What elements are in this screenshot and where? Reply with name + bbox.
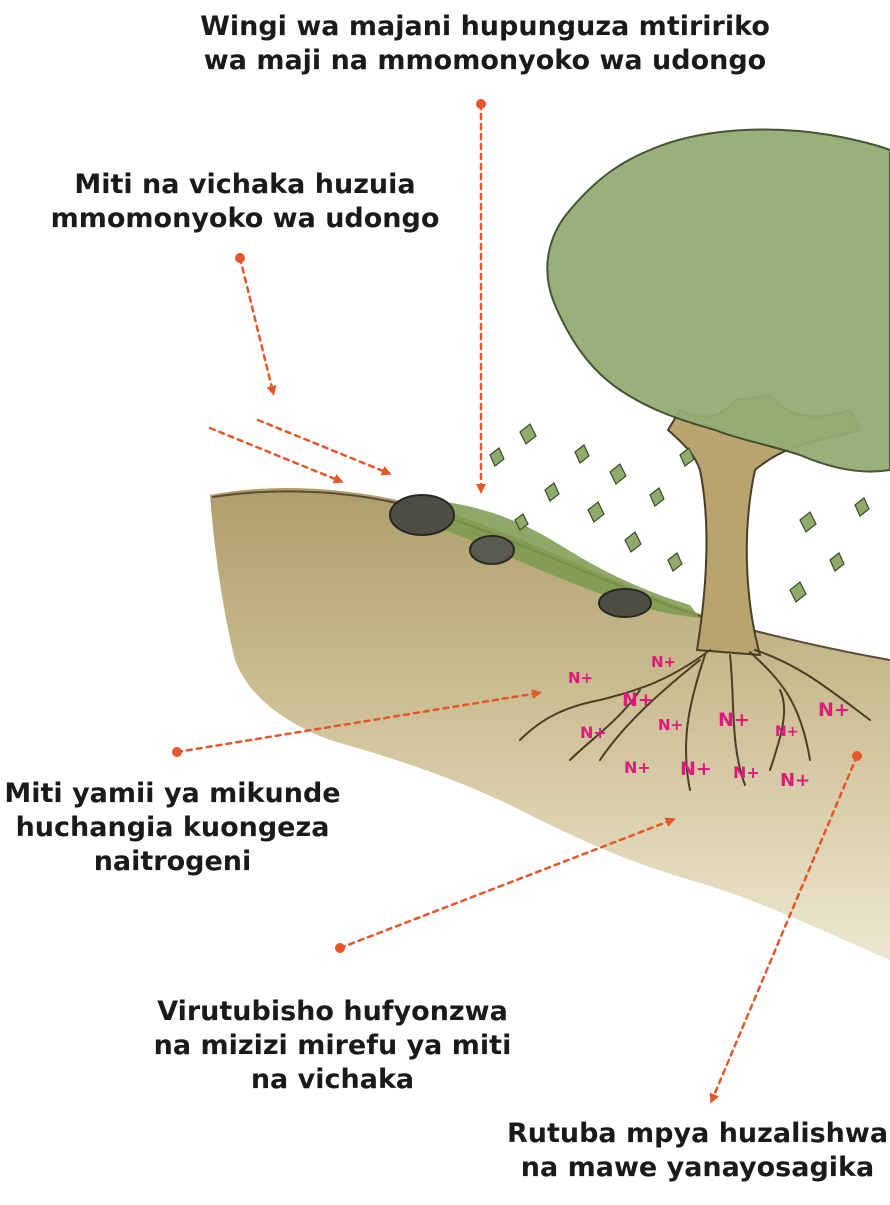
rock — [390, 495, 454, 535]
nutrient-marker: N+ — [718, 709, 750, 731]
nutrient-marker: N+ — [622, 689, 654, 711]
nutrient-marker: N+ — [733, 763, 760, 782]
rock — [470, 536, 514, 564]
nutrient-marker: N+ — [775, 724, 798, 740]
label-line: Miti na vichaka huzuia — [50, 168, 440, 202]
nutrient-marker: N+ — [680, 758, 712, 780]
arrow-origin-dot — [476, 99, 486, 109]
roots-pointer-arrow — [340, 820, 672, 948]
label-line: na vichaka — [145, 1063, 520, 1097]
nutrient-marker: N+ — [624, 758, 651, 777]
water-flow-arrow — [210, 428, 340, 481]
nutrient-marker: N+ — [580, 723, 607, 742]
arrow-origin-dot — [852, 751, 862, 761]
legumes-label: Miti yamii ya mikunde huchangia kuongeza… — [0, 777, 345, 879]
arrow-origin-dot — [172, 747, 182, 757]
label-line: naitrogeni — [0, 845, 345, 879]
label-line: wa maji na mmomonyoko wa udongo — [195, 44, 775, 78]
label-line: Virutubisho hufyonzwa — [145, 995, 520, 1029]
label-line: na mizizi mirefu ya miti — [145, 1029, 520, 1063]
nutrient-marker: N+ — [658, 716, 683, 734]
nutrient-marker: N+ — [780, 770, 810, 791]
nutrient-marker: N+ — [568, 669, 593, 687]
nutrient-marker: N+ — [651, 653, 676, 671]
tree-canopy — [547, 130, 890, 472]
nutrient-marker: N+ — [818, 699, 850, 721]
label-line: huchangia kuongeza — [0, 811, 345, 845]
tree-pointer-arrow — [240, 258, 273, 392]
label-line: na mawe yanayosagika — [505, 1151, 890, 1185]
label-line: Rutuba mpya huzalishwa — [505, 1117, 890, 1151]
rock — [599, 589, 651, 617]
roots-label: Virutubisho hufyonzwa na mizizi mirefu y… — [145, 995, 520, 1097]
label-line: mmomonyoko wa udongo — [50, 202, 440, 236]
grass-label: Wingi wa majani hupunguza mtiririko wa m… — [195, 10, 775, 78]
label-line: Wingi wa majani hupunguza mtiririko — [195, 10, 775, 44]
arrow-origin-dot — [235, 253, 245, 263]
water-flow-arrow — [258, 420, 388, 473]
trees-label: Miti na vichaka huzuia mmomonyoko wa udo… — [50, 168, 440, 236]
arrow-origin-dot — [335, 943, 345, 953]
rocks-label: Rutuba mpya huzalishwa na mawe yanayosag… — [505, 1117, 890, 1185]
label-line: Miti yamii ya mikunde — [0, 777, 345, 811]
